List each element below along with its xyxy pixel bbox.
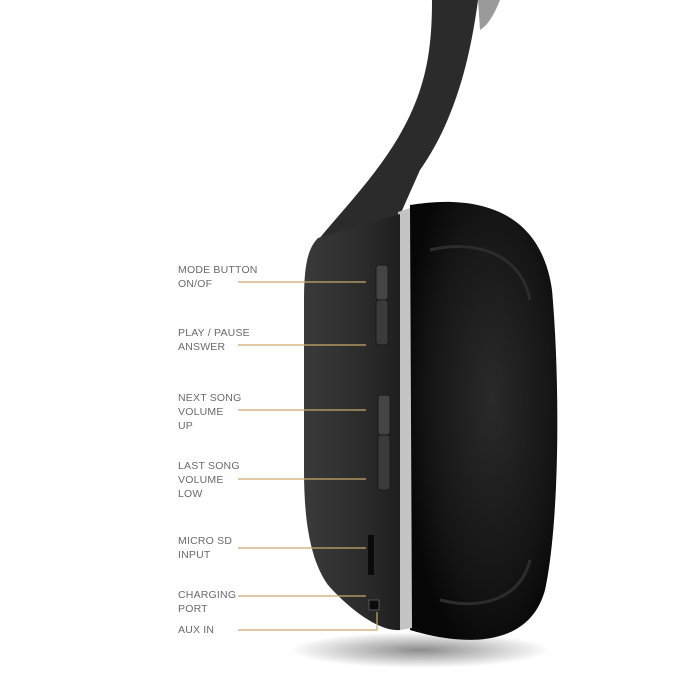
label-last-song: LAST SONG VOLUME LOW (178, 460, 240, 500)
label-play-pause: PLAY / PAUSE ANSWER (178, 327, 250, 353)
silver-rim (398, 208, 412, 630)
leader-lines (238, 281, 378, 631)
label-mode-button: MODE BUTTON ON/OF (178, 264, 258, 290)
micro-sd-slot (368, 535, 374, 575)
mode-button (375, 264, 389, 301)
leader-line (238, 612, 378, 631)
prev-button (377, 434, 391, 491)
ear-pad (410, 201, 558, 640)
drop-shadow (290, 632, 550, 668)
label-next-song: NEXT SONG VOLUME UP (178, 392, 242, 432)
play-pause-button (375, 299, 389, 346)
next-button (377, 394, 391, 436)
headband-metal (478, 0, 500, 30)
headband (318, 0, 478, 240)
label-micro-sd: MICRO SD INPUT (178, 535, 233, 561)
charging-port (368, 599, 380, 611)
label-charging-port: CHARGING PORT (178, 589, 237, 615)
label-aux-in: AUX IN (178, 624, 215, 636)
